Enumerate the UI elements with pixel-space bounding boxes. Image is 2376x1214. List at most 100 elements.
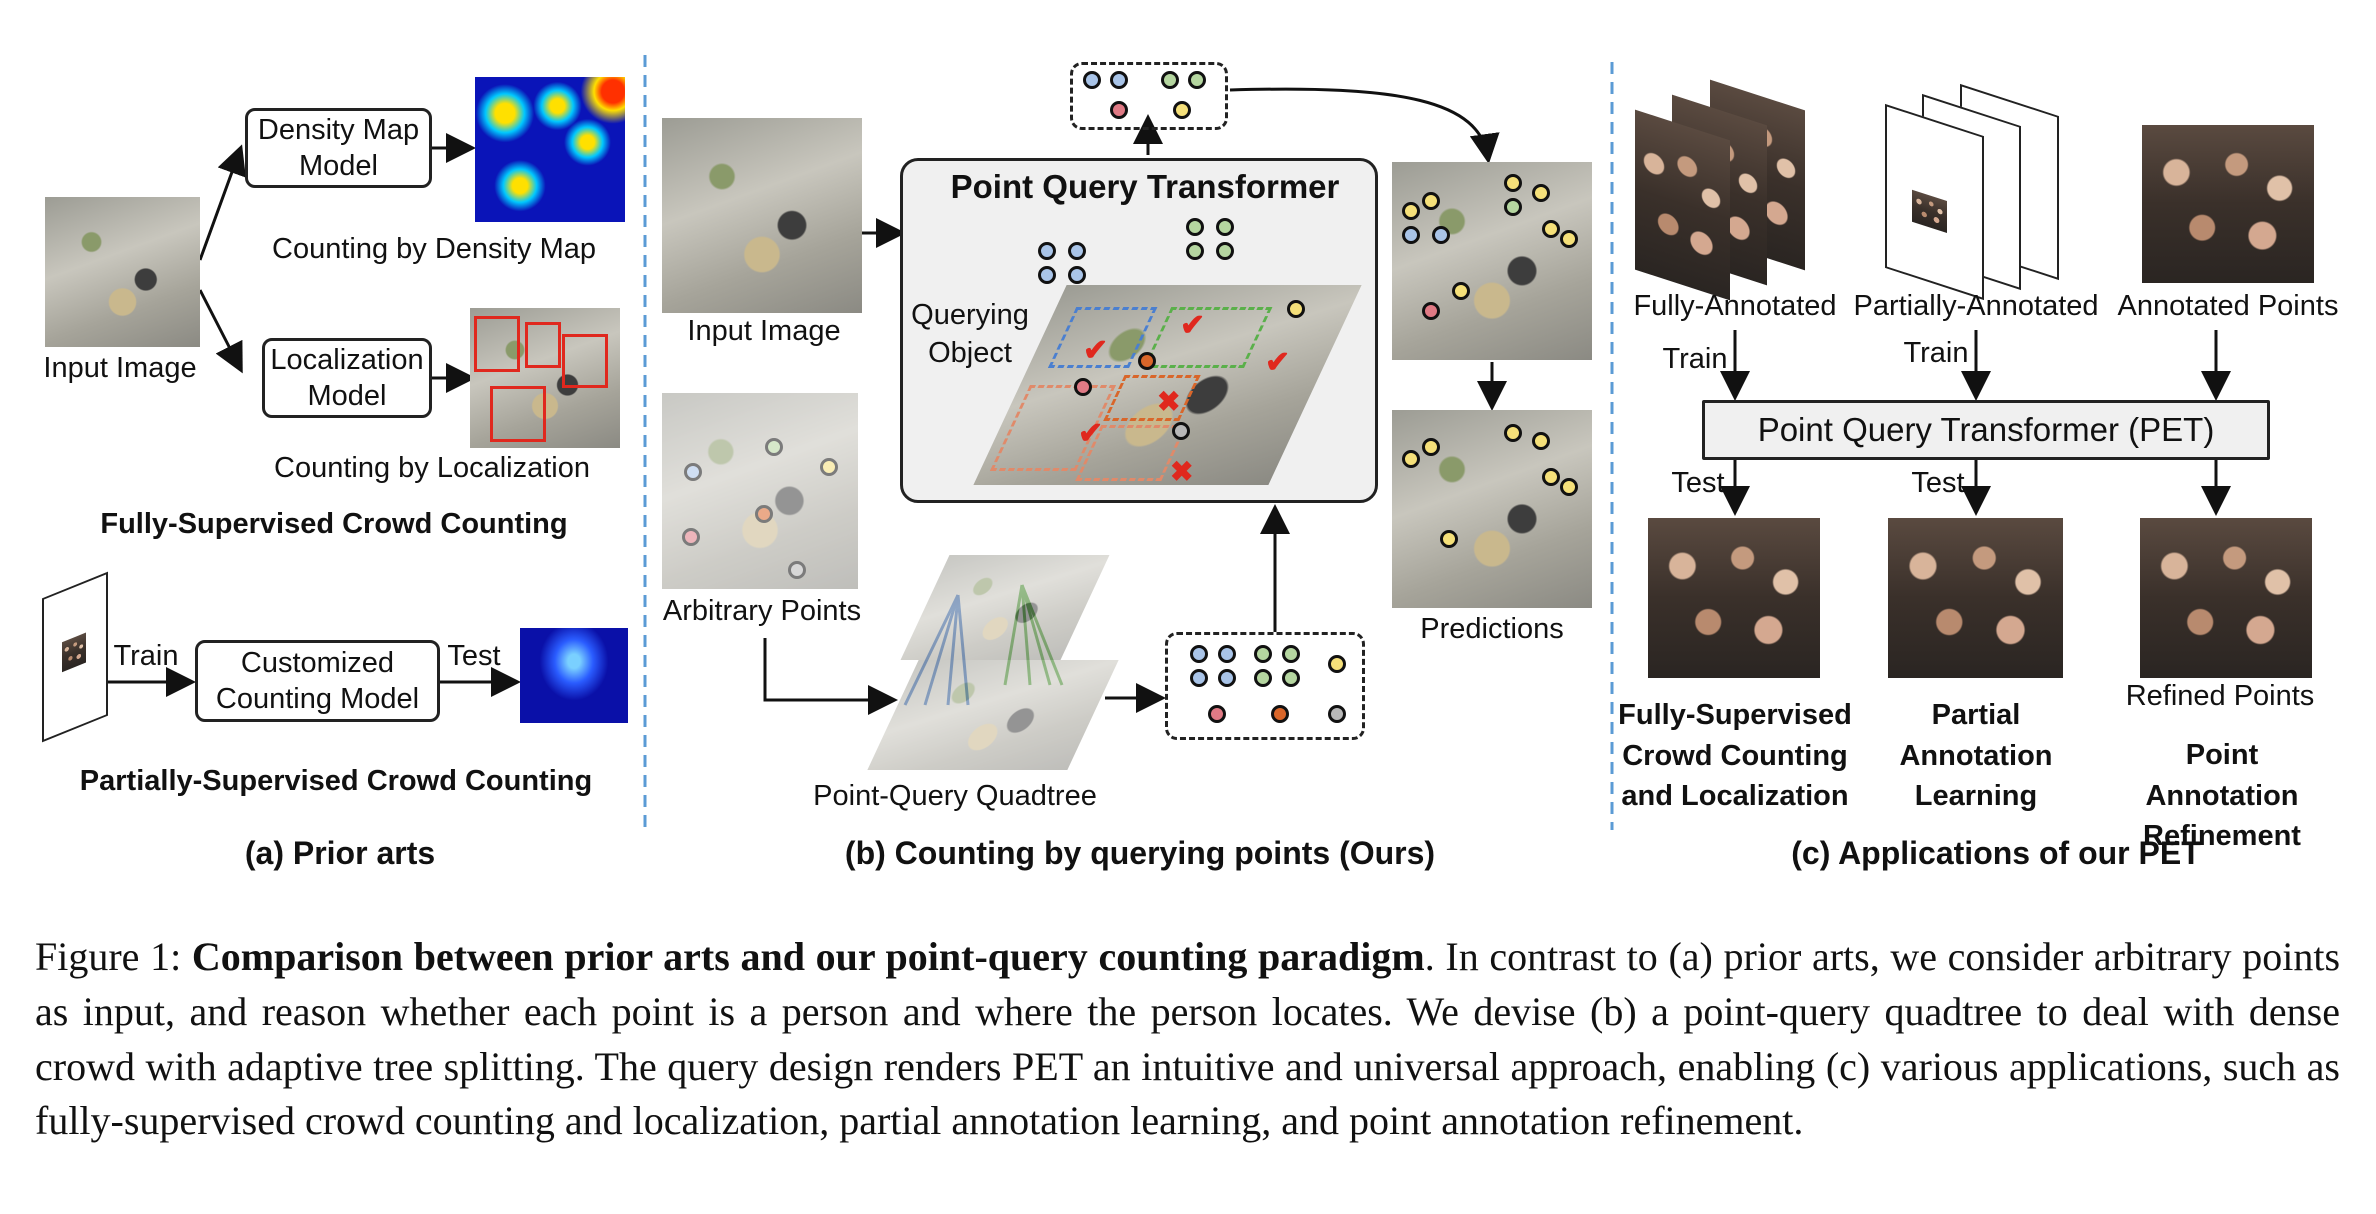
cross-icon: ✖ bbox=[1157, 386, 1181, 417]
pred-point bbox=[1402, 450, 1420, 468]
pred-point bbox=[1422, 302, 1440, 320]
localization-caption: Counting by Localization bbox=[274, 452, 590, 484]
point-gray bbox=[788, 561, 806, 579]
customized-model-box: Customized Counting Model bbox=[195, 640, 440, 722]
query-point bbox=[1254, 669, 1272, 687]
cell-orange bbox=[1103, 375, 1201, 421]
localization-model-box: Localization Model bbox=[262, 338, 432, 418]
query-point bbox=[1282, 669, 1300, 687]
quadtree-label: Point-Query Quadtree bbox=[813, 780, 1097, 812]
query-point bbox=[1190, 669, 1208, 687]
prediction-image-1 bbox=[1392, 162, 1592, 360]
point-green bbox=[765, 438, 783, 456]
query-points-box bbox=[1165, 632, 1365, 740]
query-dot-green bbox=[1216, 242, 1234, 260]
output-point bbox=[1188, 71, 1206, 89]
predictions-label: Predictions bbox=[1420, 613, 1564, 645]
point-yellow bbox=[820, 458, 838, 476]
point-pink bbox=[682, 528, 700, 546]
query-dot-pink bbox=[1074, 378, 1092, 396]
pred-point bbox=[1532, 432, 1550, 450]
prediction-image-2 bbox=[1392, 410, 1592, 608]
check-icon: ✔ bbox=[1083, 334, 1109, 367]
b-input-image-label: Input Image bbox=[687, 315, 841, 347]
pred-point bbox=[1402, 202, 1420, 220]
query-point bbox=[1282, 645, 1300, 663]
pred-point bbox=[1402, 226, 1420, 244]
pred-point bbox=[1560, 478, 1578, 496]
train-label-c1: Train bbox=[1662, 343, 1728, 375]
query-dot-green bbox=[1186, 218, 1204, 236]
query-dot-blue bbox=[1038, 242, 1056, 260]
app2-title: Partial Annotation Learning bbox=[1899, 699, 2053, 813]
app1-title: Fully-Supervised Crowd Counting and Loca… bbox=[1618, 699, 1852, 813]
pred-point bbox=[1542, 220, 1560, 238]
query-point bbox=[1218, 669, 1236, 687]
app-image-3 bbox=[2140, 518, 2312, 678]
app-image-1 bbox=[1648, 518, 1820, 678]
query-point bbox=[1208, 705, 1226, 723]
fully-annotated-label: Fully-Annotated bbox=[1633, 290, 1837, 322]
b-input-image bbox=[662, 118, 862, 313]
query-point bbox=[1271, 705, 1289, 723]
localization-image bbox=[470, 308, 620, 448]
partially-annotated-label: Partially-Annotated bbox=[1853, 290, 2099, 322]
pred-point bbox=[1532, 184, 1550, 202]
arbitrary-points-image bbox=[662, 393, 858, 589]
caption-prefix: Figure 1: bbox=[35, 934, 182, 979]
test-label-c1: Test bbox=[1671, 467, 1725, 499]
query-point bbox=[1190, 645, 1208, 663]
output-point bbox=[1161, 71, 1179, 89]
output-point bbox=[1173, 101, 1191, 119]
output-point bbox=[1110, 101, 1128, 119]
app3-title: Point Annotation Refinement bbox=[2143, 739, 2301, 853]
annotated-points-label: Annotated Points bbox=[2117, 290, 2339, 322]
caption-bold: Comparison between prior arts and our po… bbox=[191, 934, 1425, 979]
cell-green bbox=[1142, 307, 1273, 368]
partially-supervised-title: Partially-Supervised Crowd Counting bbox=[79, 765, 593, 797]
cross-icon: ✖ bbox=[1170, 456, 1194, 487]
pet-box: Point Query Transformer (PET) bbox=[1702, 400, 2270, 460]
test-label-c2: Test bbox=[1911, 467, 1965, 499]
query-point bbox=[1328, 705, 1346, 723]
bbox bbox=[474, 316, 520, 372]
query-dot-gray bbox=[1172, 422, 1190, 440]
output-point bbox=[1110, 71, 1128, 89]
check-icon: ✔ bbox=[1180, 309, 1206, 342]
section-b-title: (b) Counting by querying points (Ours) bbox=[844, 835, 1436, 871]
density-map-model-box: Density Map Model bbox=[245, 108, 432, 188]
fully-annotated-stack-front bbox=[1635, 109, 1730, 301]
query-dot-yellow bbox=[1287, 300, 1305, 318]
pred-point bbox=[1432, 226, 1450, 244]
density-map-image bbox=[475, 77, 625, 222]
query-point bbox=[1254, 645, 1272, 663]
query-dot-green bbox=[1186, 242, 1204, 260]
annotated-points-image bbox=[2142, 125, 2314, 283]
check-icon: ✔ bbox=[1265, 346, 1291, 379]
pred-point bbox=[1542, 468, 1560, 486]
output-point bbox=[1083, 71, 1101, 89]
query-point bbox=[1218, 645, 1236, 663]
query-point bbox=[1328, 655, 1346, 673]
partial-density-image bbox=[520, 628, 628, 723]
query-dot-green bbox=[1216, 218, 1234, 236]
input-image-label: Input Image bbox=[43, 352, 197, 384]
refined-points-label: Refined Points bbox=[2125, 680, 2315, 712]
partial-input-thumb bbox=[62, 632, 86, 673]
bbox bbox=[562, 334, 608, 388]
figure-caption: Figure 1: Comparison between prior arts … bbox=[35, 930, 2340, 1149]
pred-point bbox=[1422, 192, 1440, 210]
point-blue bbox=[684, 463, 702, 481]
transformer-title: Point Query Transformer bbox=[950, 168, 1340, 205]
bbox bbox=[525, 322, 561, 368]
pred-point bbox=[1504, 198, 1522, 216]
querying-object-label: Querying Object bbox=[911, 299, 1029, 369]
partial-input-frame bbox=[42, 571, 108, 743]
check-icon: ✔ bbox=[1078, 417, 1104, 450]
test-label-a: Test bbox=[447, 640, 501, 672]
density-caption: Counting by Density Map bbox=[272, 233, 596, 265]
caption-rest: . In contrast to (a) prior arts, we cons… bbox=[35, 934, 2341, 1144]
query-dot-orange bbox=[1138, 352, 1156, 370]
section-c-title: (c) Applications of our PET bbox=[1791, 835, 2201, 871]
fully-supervised-title: Fully-Supervised Crowd Counting bbox=[100, 508, 568, 540]
